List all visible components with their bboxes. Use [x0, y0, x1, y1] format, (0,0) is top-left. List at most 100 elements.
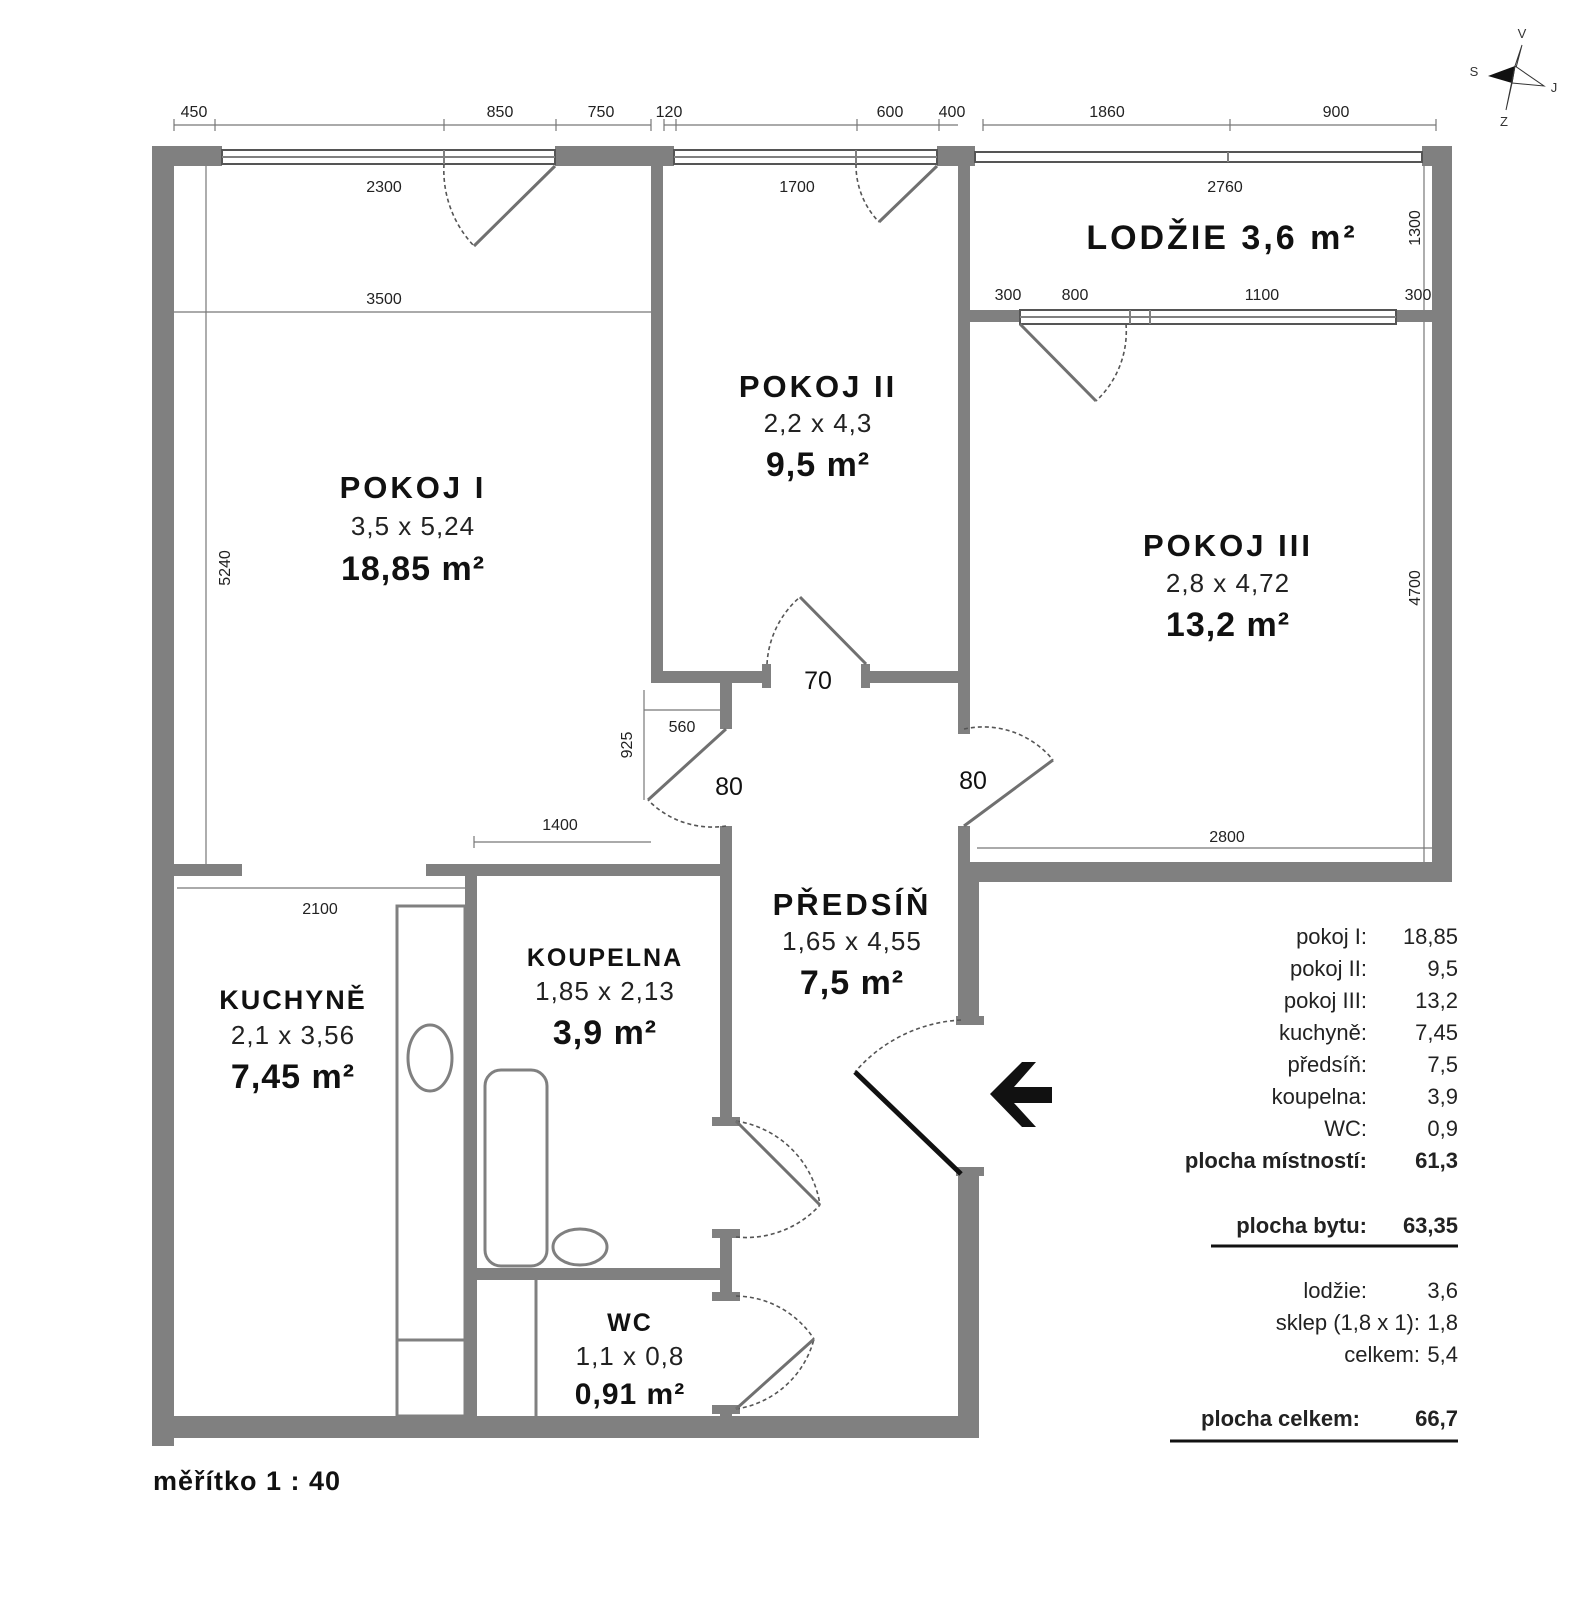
summary-value: 13,2 [1415, 988, 1458, 1013]
room-name: WC [607, 1309, 653, 1337]
fixtures [395, 904, 609, 1418]
dim-p2-window: 1700 [779, 179, 815, 196]
room-name: KUCHYNĚ [219, 984, 367, 1015]
room-area: 3,9 m² [553, 1014, 657, 1052]
sink-icon [406, 1023, 454, 1093]
summary-label: pokoj III: [1284, 988, 1367, 1013]
plocha-mistnosti-label: plocha místností: [1185, 1148, 1367, 1173]
summary-label: předsíň: [1288, 1052, 1368, 1077]
bathtub-icon [483, 1068, 549, 1268]
summary-label: pokoj II: [1290, 956, 1367, 981]
room-wc: WC 1,1 x 0,8 0,91 m² [575, 1309, 685, 1411]
room-name: KOUPELNA [527, 944, 683, 972]
extra-value: 1,8 [1427, 1310, 1458, 1335]
entrance-arrow-icon [990, 1062, 1052, 1127]
room-area: 0,91 m² [575, 1378, 685, 1411]
door-width-p1: 80 [715, 773, 743, 801]
summary-value: 7,45 [1415, 1020, 1458, 1045]
summary-label: pokoj I: [1296, 924, 1367, 949]
room-predsin: PŘEDSÍŇ 1,65 x 4,55 7,5 m² [773, 886, 932, 1002]
room-pokoj-1: POKOJ I 3,5 x 5,24 18,85 m² [340, 470, 487, 588]
room-dims: 2,8 x 4,72 [1166, 568, 1290, 598]
summary-value: 0,9 [1427, 1116, 1458, 1141]
windows [221, 149, 1423, 325]
room-dims: 1,65 x 4,55 [782, 926, 922, 956]
compass-north-label: V [1518, 26, 1527, 41]
plocha-mistnosti-value: 61,3 [1415, 1148, 1458, 1173]
extra-label: sklep (1,8 x 1): [1276, 1310, 1420, 1335]
compass-needle-dark [1488, 66, 1515, 83]
summary-label: koupelna: [1272, 1084, 1367, 1109]
room-area: 7,45 m² [231, 1058, 355, 1096]
room-kuchyne: KUCHYNĚ 2,1 x 3,56 7,45 m² [219, 984, 367, 1096]
room-area: 7,5 m² [800, 964, 904, 1002]
dim-top-1: 850 [487, 104, 514, 121]
dim-top-7: 900 [1323, 104, 1350, 121]
dim-p1-bottom: 1400 [542, 817, 578, 834]
scale-label: měřítko 1 : 40 [153, 1466, 341, 1496]
room-label: LODŽIE 3,6 m² [1086, 219, 1357, 257]
extra-label: lodžie: [1303, 1278, 1367, 1303]
dim-lodzie-height: 1300 [1407, 210, 1424, 246]
room-lodzie: LODŽIE 3,6 m² [1086, 219, 1357, 257]
dim-p3-seg1: 300 [995, 287, 1022, 304]
area-summary: pokoj I: 18,85 pokoj II: 9,5 pokoj III: … [1170, 924, 1458, 1443]
summary-value: 9,5 [1427, 956, 1458, 981]
room-dims: 1,1 x 0,8 [576, 1341, 685, 1371]
room-area: 18,85 m² [341, 550, 485, 588]
dim-top-2: 750 [588, 104, 615, 121]
compass-west-label: S [1470, 64, 1479, 79]
dim-p1-nook-h: 925 [619, 732, 636, 759]
walls [152, 146, 1452, 1446]
room-dims: 1,85 x 2,13 [535, 976, 675, 1006]
plocha-bytu-label: plocha bytu: [1236, 1213, 1367, 1238]
dim-top-4: 600 [877, 104, 904, 121]
plocha-bytu-value: 63,35 [1403, 1213, 1458, 1238]
dim-p3-height: 4700 [1407, 570, 1424, 606]
room-dims: 3,5 x 5,24 [351, 511, 475, 541]
compass-rose: V J Z S [1470, 26, 1558, 129]
compass-needle-e [1511, 65, 1546, 87]
dim-p3-seg3: 1100 [1245, 287, 1280, 304]
dim-top-5: 400 [939, 104, 966, 121]
plocha-celkem-value: 66,7 [1415, 1406, 1458, 1431]
room-area: 13,2 m² [1166, 606, 1290, 644]
room-dims: 2,2 x 4,3 [764, 408, 873, 438]
summary-label: WC: [1324, 1116, 1367, 1141]
room-pokoj-3: POKOJ III 2,8 x 4,72 13,2 m² [1143, 528, 1313, 644]
dim-p3-seg2: 800 [1062, 287, 1089, 304]
doors [443, 163, 1128, 1411]
summary-value: 3,9 [1427, 1084, 1458, 1109]
plocha-celkem-label: plocha celkem: [1201, 1406, 1360, 1431]
extra-label: celkem: [1344, 1342, 1420, 1367]
dim-kitchen-width: 2100 [302, 901, 338, 918]
dim-p1-nook-w: 560 [669, 719, 696, 736]
compass-needle-s [1505, 65, 1516, 111]
room-name: POKOJ I [340, 470, 487, 505]
room-dims: 2,1 x 3,56 [231, 1020, 355, 1050]
room-koupelna: KOUPELNA 1,85 x 2,13 3,9 m² [527, 944, 683, 1052]
inner-dimensions: 2300 3500 5240 925 560 1400 1700 2760 13… [174, 166, 1432, 918]
dim-top-6: 1860 [1089, 104, 1125, 121]
summary-value: 7,5 [1427, 1052, 1458, 1077]
dim-p1-width: 3500 [366, 291, 402, 308]
dim-p1-height: 5240 [217, 550, 234, 586]
dim-p3-bottom: 2800 [1209, 829, 1245, 846]
top-dimension-line: 450 850 750 120 600 400 1860 900 [173, 104, 1437, 131]
room-name: POKOJ III [1143, 528, 1313, 563]
dim-p3-seg4: 300 [1405, 287, 1432, 304]
summary-value: 18,85 [1403, 924, 1458, 949]
kitchen-counter [395, 904, 467, 1418]
room-name: POKOJ II [739, 369, 897, 404]
extra-value: 5,4 [1427, 1342, 1458, 1367]
dim-p1-window: 2300 [366, 179, 402, 196]
room-area: 9,5 m² [766, 446, 870, 484]
door-width-p3: 80 [959, 767, 987, 795]
extra-value: 3,6 [1427, 1278, 1458, 1303]
summary-label: kuchyně: [1279, 1020, 1367, 1045]
dim-lodzie-width: 2760 [1207, 179, 1243, 196]
compass-east-label: J [1551, 80, 1558, 95]
room-name: PŘEDSÍŇ [773, 886, 932, 922]
compass-south-label: Z [1500, 114, 1508, 129]
